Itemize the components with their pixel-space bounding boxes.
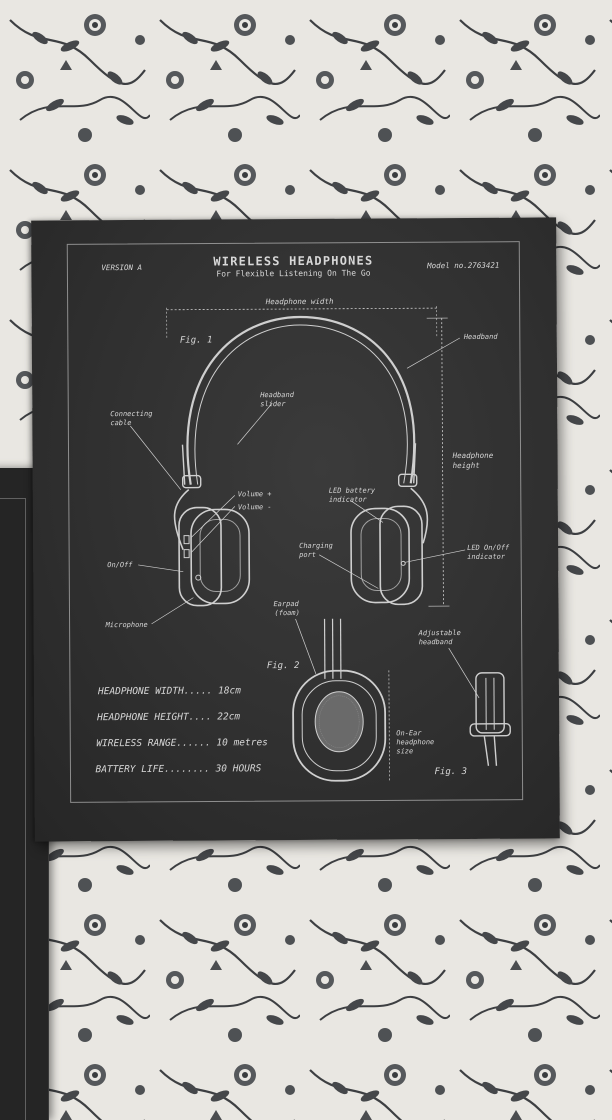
charging-port-label-1: Charging <box>299 542 333 550</box>
headphone-front-view <box>173 315 429 607</box>
led-onoff-label-2: indicator <box>467 553 506 561</box>
led-onoff-label-1: LED On/Off <box>467 544 510 552</box>
fig2-label: Fig. 2 <box>267 661 300 671</box>
headband-slider-label-2: slider <box>260 400 286 408</box>
headband-label: Headband <box>463 333 499 341</box>
adjustable-headband-label-1: Adjustable <box>418 629 461 637</box>
spec-height: HEADPHONE HEIGHT.... 22cm <box>96 711 240 723</box>
height-dimension-line <box>441 318 444 607</box>
width-dimension-label: Headphone width <box>265 297 334 306</box>
volume-down-label: Volume - <box>238 503 272 511</box>
spec-battery: BATTERY LIFE........ 30 HOURS <box>95 763 261 775</box>
microphone-label: Microphone <box>105 621 148 629</box>
led-battery-label-1: LED battery <box>329 487 376 495</box>
spec-list: HEADPHONE WIDTH..... 18cm HEADPHONE HEIG… <box>95 685 268 775</box>
version-label: VERSION A <box>101 263 142 272</box>
headphones-blueprint-poster: VERSION A WIRELESS HEADPHONES For Flexib… <box>31 217 560 842</box>
earpad-label-1: Earpad <box>273 600 299 608</box>
model-label: Model no.2763421 <box>426 261 499 270</box>
connecting-cable-label-2: cable <box>110 419 131 427</box>
inner-frame <box>66 241 524 803</box>
onear-size-label-1: On-Ear <box>396 729 422 737</box>
adjustable-headband-label-2: headband <box>419 638 454 646</box>
blueprint-drawing: VERSION A WIRELESS HEADPHONES For Flexib… <box>66 241 524 803</box>
charging-port-label-2: port <box>299 551 316 559</box>
onear-size-label-2: headphone <box>396 738 434 746</box>
spec-range: WIRELESS RANGE...... 10 metres <box>96 737 268 749</box>
volume-up-label: Volume + <box>238 490 272 498</box>
poster-subtitle: For Flexible Listening On The Go <box>216 269 370 279</box>
earpad-label-2: (foam) <box>274 609 299 617</box>
height-dimension-label-1: Headphone <box>452 451 494 460</box>
connecting-cable-label-1: Connecting <box>110 410 152 418</box>
width-dimension-line <box>166 307 437 311</box>
height-dimension-label-2: height <box>453 461 481 470</box>
headband-slider-label-1: Headband <box>259 391 295 399</box>
onear-size-label-3: size <box>396 747 413 755</box>
adjustable-headband-detail <box>469 672 511 766</box>
poster-title: WIRELESS HEADPHONES <box>213 254 373 269</box>
earpad-side-view <box>292 618 387 782</box>
spec-width: HEADPHONE WIDTH..... 18cm <box>97 685 241 697</box>
onoff-label: On/Off <box>107 561 133 569</box>
led-battery-label-2: indicator <box>329 496 368 504</box>
fig3-label: Fig. 3 <box>434 767 467 777</box>
fig1-label: Fig. 1 <box>180 336 213 346</box>
